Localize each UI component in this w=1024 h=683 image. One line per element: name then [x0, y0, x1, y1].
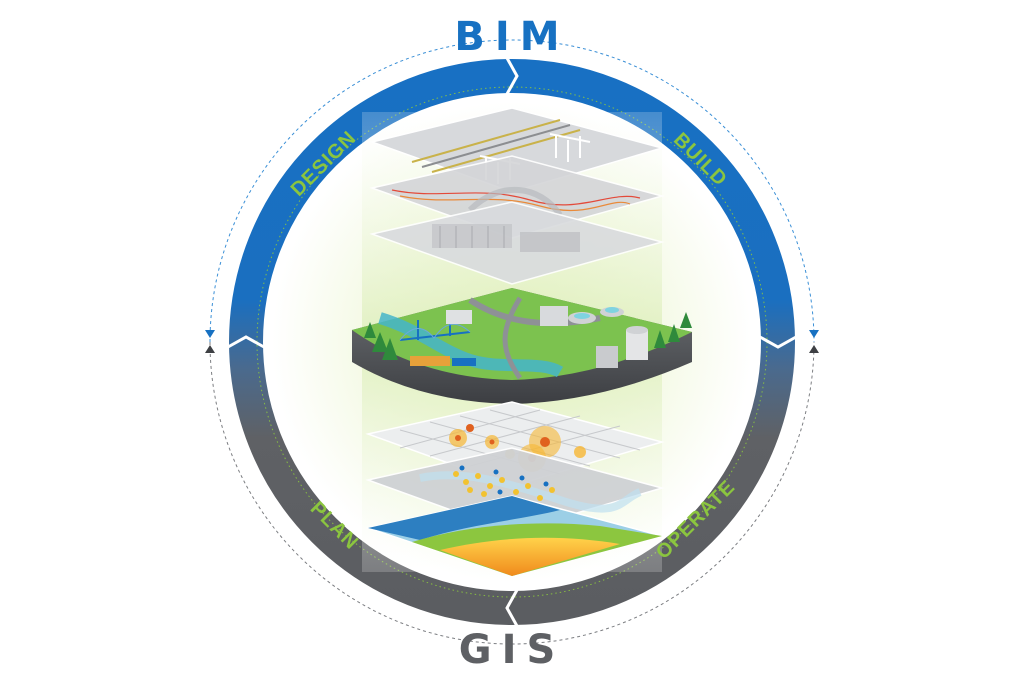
- gis-label: GIS: [459, 627, 566, 673]
- bim-layer-stack: [369, 107, 665, 285]
- lifecycle-ring: [227, 57, 797, 627]
- bim-layer-buildings: [369, 201, 665, 285]
- island-buildings: [410, 306, 648, 368]
- bottom-chevron-notch: [505, 589, 519, 627]
- gis-layer-stack: [365, 401, 665, 577]
- gis-layer-terrain: [365, 495, 665, 577]
- left-arrow-marker-icon: [205, 330, 215, 353]
- bim-label: BIM: [454, 14, 569, 60]
- right-arrow-marker-icon: [809, 330, 819, 353]
- bridge: [399, 316, 471, 341]
- left-chevron-notch: [227, 335, 265, 349]
- island-trees: [364, 312, 692, 360]
- top-chevron-notch: [505, 57, 519, 95]
- city-island: [352, 288, 692, 404]
- outer-dashed-guide: [209, 39, 815, 645]
- right-chevron-notch: [759, 335, 797, 349]
